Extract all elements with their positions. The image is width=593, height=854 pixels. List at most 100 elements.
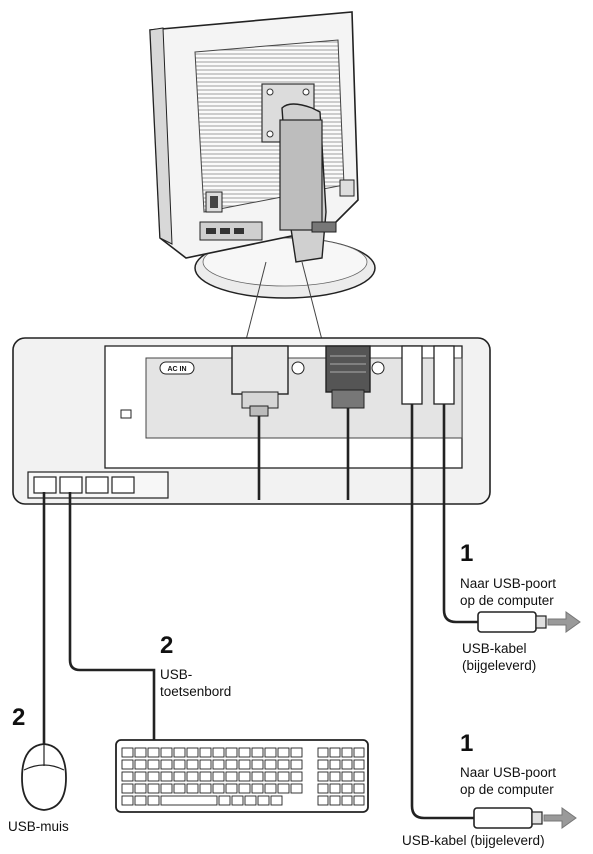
- monitor-illustration: [149, 11, 376, 341]
- keyboard-key: [160, 783, 173, 794]
- vga-connector: [325, 345, 371, 393]
- keyboard-key: [134, 783, 147, 794]
- keyboard-key: [225, 759, 238, 770]
- keyboard-key: [329, 795, 341, 806]
- keyboard-key: [238, 747, 251, 758]
- keyboard-key: [147, 747, 160, 758]
- keyboard-illustration: [115, 739, 369, 813]
- keyboard-key: [147, 771, 160, 782]
- label-to-usb-port-top-line2: op de computer: [460, 593, 554, 608]
- keyboard-key: [317, 783, 329, 794]
- keyboard-key: [317, 759, 329, 770]
- keyboard-key: [290, 783, 303, 794]
- label-usb-keyboard-line1: USB-: [160, 667, 193, 682]
- label-to-usb-port-bottom-line2: op de computer: [460, 782, 554, 797]
- keyboard-key: [147, 795, 160, 806]
- keyboard-key: [225, 783, 238, 794]
- keyboard-key: [134, 759, 147, 770]
- keyboard-key: [317, 747, 329, 758]
- step-number-mouse: 2: [12, 704, 26, 731]
- keyboard-key: [147, 783, 160, 794]
- keyboard-key: [251, 783, 264, 794]
- keyboard-key: [160, 771, 173, 782]
- label-to-usb-port-bottom-line1: Naar USB-poort: [460, 765, 557, 780]
- label-usb-cable-top-line1: USB-kabel: [462, 641, 527, 656]
- keyboard-key: [212, 747, 225, 758]
- keyboard-key: [121, 795, 134, 806]
- keyboard-key: [199, 747, 212, 758]
- keyboard-key: [238, 783, 251, 794]
- keyboard-key: [290, 759, 303, 770]
- keyboard-key: [134, 771, 147, 782]
- step-number-keyboard: 2: [160, 632, 174, 659]
- usb-cable-top: [477, 611, 581, 633]
- connector-panel: AC IN: [12, 337, 491, 505]
- keyboard-key: [329, 759, 341, 770]
- keyboard-key: [134, 747, 147, 758]
- keyboard-key: [277, 771, 290, 782]
- keyboard-key: [257, 795, 270, 806]
- keyboard-key: [329, 747, 341, 758]
- step-number-upstream-bottom: 1: [460, 730, 474, 757]
- keyboard-key: [353, 747, 365, 758]
- label-to-usb-port-top-line1: Naar USB-poort: [460, 576, 557, 591]
- keyboard-key: [244, 795, 257, 806]
- keyboard-key: [173, 747, 186, 758]
- keyboard-key: [121, 783, 134, 794]
- keyboard-key: [264, 759, 277, 770]
- label-usb-mouse: USB-muis: [8, 819, 69, 834]
- keyboard-key: [353, 783, 365, 794]
- keyboard-key: [341, 747, 353, 758]
- keyboard-key: [341, 771, 353, 782]
- keyboard-key: [121, 759, 134, 770]
- step-number-upstream-top: 1: [460, 540, 474, 567]
- keyboard-key: [160, 747, 173, 758]
- usb-downstream-port-2: [59, 476, 83, 494]
- keyboard-key: [218, 795, 231, 806]
- keyboard-key: [225, 771, 238, 782]
- keyboard-key: [186, 747, 199, 758]
- dvi-connector: [231, 345, 289, 395]
- usb-upstream-plug-2: [433, 345, 455, 405]
- keyboard-key: [173, 759, 186, 770]
- keyboard-key: [353, 759, 365, 770]
- keyboard-key: [199, 759, 212, 770]
- keyboard-key: [160, 795, 218, 806]
- keyboard-key: [199, 783, 212, 794]
- arrow-to-computer-top: [547, 611, 581, 633]
- keyboard-key: [251, 771, 264, 782]
- keyboard-key: [290, 747, 303, 758]
- keyboard-key: [341, 783, 353, 794]
- keyboard-key: [231, 795, 244, 806]
- keyboard-key: [317, 771, 329, 782]
- keyboard-key: [173, 783, 186, 794]
- keyboard-key: [277, 759, 290, 770]
- keyboard-key: [277, 783, 290, 794]
- keyboard-key: [251, 759, 264, 770]
- cables: [42, 404, 480, 820]
- keyboard-key: [212, 771, 225, 782]
- usb-cable-bottom: [473, 807, 577, 829]
- keyboard-key: [212, 783, 225, 794]
- label-usb-cable-bottom: USB-kabel (bijgeleverd): [402, 833, 545, 848]
- mouse-illustration: [21, 743, 67, 811]
- keyboard-key: [121, 747, 134, 758]
- keyboard-key: [238, 771, 251, 782]
- keyboard-key: [341, 795, 353, 806]
- label-usb-cable-top-line2: (bijgeleverd): [462, 658, 537, 673]
- usb-downstream-port-1: [33, 476, 57, 494]
- keyboard-key: [212, 759, 225, 770]
- keyboard-key: [264, 771, 277, 782]
- keyboard-key: [277, 747, 290, 758]
- usb-upstream-plug-1: [401, 345, 423, 405]
- label-usb-keyboard-line2: toetsenbord: [160, 684, 232, 699]
- keyboard-key: [290, 771, 303, 782]
- keyboard-key: [353, 771, 365, 782]
- keyboard-key: [251, 747, 264, 758]
- keyboard-key: [160, 759, 173, 770]
- keyboard-key: [186, 771, 199, 782]
- keyboard-key: [329, 783, 341, 794]
- keyboard-key: [147, 759, 160, 770]
